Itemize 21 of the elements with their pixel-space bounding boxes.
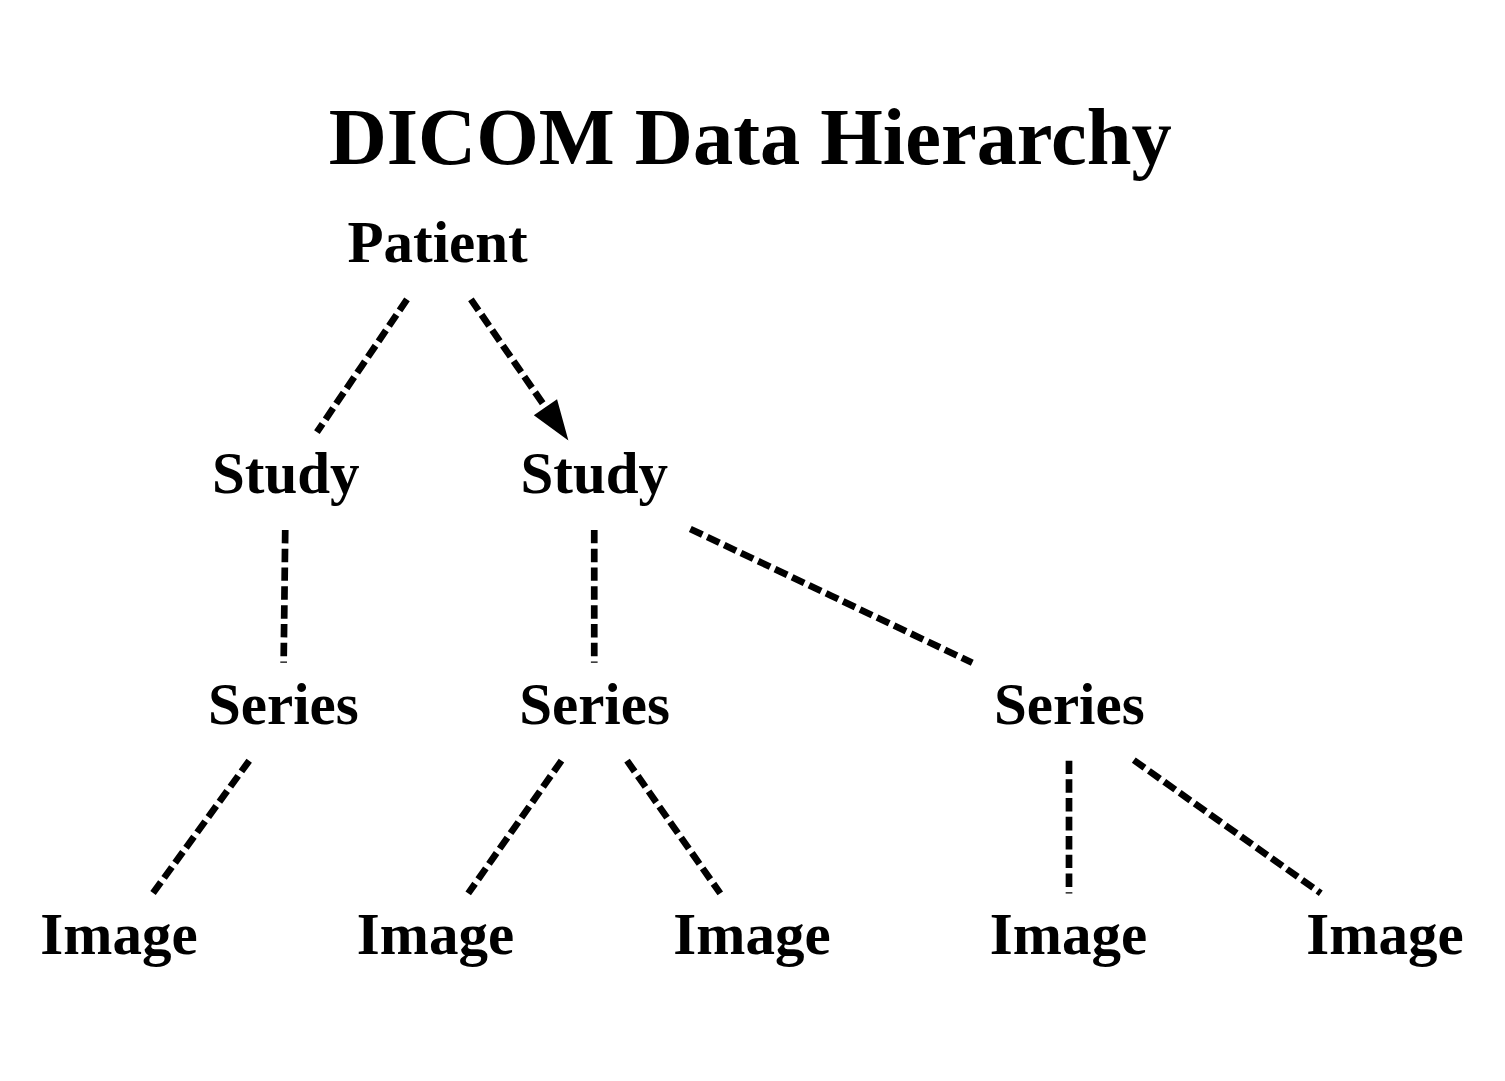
- node-text: Image: [1306, 900, 1464, 967]
- connector: [624, 758, 724, 895]
- connector: [1131, 756, 1323, 896]
- connector: [280, 529, 289, 663]
- node-text: Series: [208, 670, 359, 737]
- connector: [465, 758, 565, 895]
- connector: [314, 296, 410, 434]
- node-text: Series: [993, 670, 1145, 737]
- node-text: Study: [212, 439, 360, 506]
- node-text: Image: [989, 900, 1148, 967]
- connector: [688, 525, 974, 666]
- node-text: Image: [673, 900, 831, 967]
- node-text: Series: [519, 670, 670, 737]
- diagram-title: DICOM Data Hierarchy: [328, 91, 1172, 181]
- node-text: Patient: [347, 208, 528, 275]
- connector: [590, 529, 598, 663]
- arrow: [468, 296, 569, 440]
- connector: [150, 758, 252, 895]
- node-text: Image: [356, 900, 515, 967]
- node-text: Study: [520, 439, 669, 506]
- node-text: Image: [40, 900, 198, 967]
